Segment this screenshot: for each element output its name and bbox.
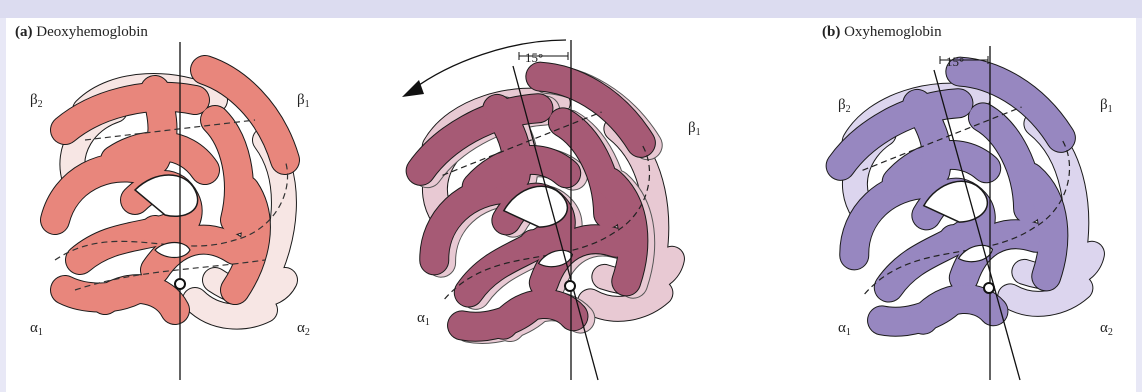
oxy-structure [815, 50, 1103, 348]
middle-angle-label: 15° [525, 50, 543, 66]
deoxy-alpha1-label: α1 [30, 320, 43, 338]
panel-a-name: Deoxyhemoglobin [36, 24, 148, 40]
oxy-beta2-label: β2 [838, 97, 851, 115]
oxy-angle-label: 15° [946, 54, 964, 70]
oxy-alpha2-label: α2 [1100, 320, 1113, 338]
deoxy-beta1-label: β1 [297, 92, 310, 110]
oxy-pivot-point [984, 283, 994, 293]
middle-alpha1-label: α1 [417, 310, 430, 328]
rotation-arrowhead [402, 80, 424, 97]
middle-pivot-point [565, 281, 575, 291]
deoxy-beta2-label: β2 [30, 92, 43, 110]
panel-a-tag: (a) [15, 24, 33, 40]
panel-b-tag: (b) [822, 24, 840, 40]
deoxy-pivot-point [175, 279, 185, 289]
deoxy-alpha2-label: α2 [297, 320, 310, 338]
transition-structure [395, 54, 687, 353]
oxy-beta1-label: β1 [1100, 97, 1113, 115]
panel-b-title: (b) Oxyhemoglobin [822, 24, 942, 41]
deoxy-structure [55, 70, 288, 317]
panel-b-name: Oxyhemoglobin [844, 24, 942, 40]
middle-beta1-label: β1 [688, 120, 701, 138]
panel-a-title: (a) Deoxyhemoglobin [15, 24, 148, 41]
oxy-alpha1-label: α1 [838, 320, 851, 338]
